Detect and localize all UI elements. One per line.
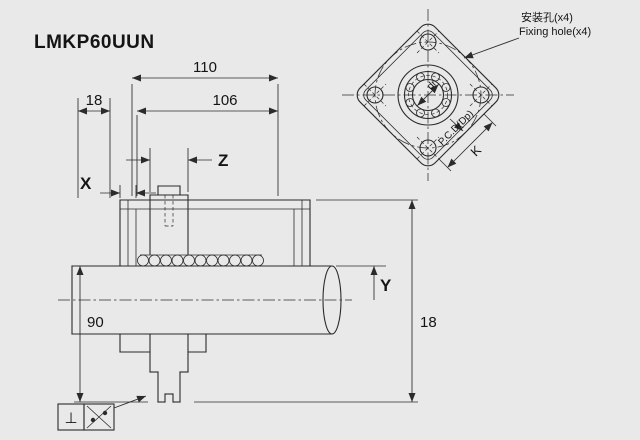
svg-text:90: 90 — [87, 314, 104, 331]
svg-text:110: 110 — [193, 59, 217, 76]
hatch-symbol-icon — [86, 405, 112, 429]
perpendicularity-symbol: ⊥ — [64, 410, 77, 427]
k-dimension — [438, 113, 497, 172]
front-view: 安装孔(x4) Fixing hole(x4) dr P.C.D(Dp) K — [342, 9, 591, 181]
svg-text:X: X — [80, 174, 92, 193]
dim-18-right: 18 — [194, 199, 437, 403]
dim-90: 90 — [74, 266, 148, 403]
fixing-hole-label-en: Fixing hole(x4) — [519, 26, 591, 38]
svg-text:106: 106 — [212, 92, 237, 109]
dim-y: Y — [336, 265, 392, 300]
tolerance-frame: ⊥ — [57, 395, 147, 431]
svg-text:18: 18 — [86, 92, 103, 109]
fixing-hole-label-cn: 安装孔(x4) — [521, 10, 573, 24]
dim-z: Z — [126, 148, 228, 192]
fixing-holes — [363, 30, 493, 160]
part-number-title: LMKP60UUN — [34, 32, 155, 53]
bore-section — [397, 64, 459, 126]
pitch-circle — [374, 41, 482, 149]
side-view — [58, 185, 352, 403]
svg-text:Y: Y — [380, 276, 392, 295]
fixing-hole-leader-line — [463, 37, 520, 59]
dimensions: 110 18 106 Z X — [74, 59, 437, 403]
svg-text:18: 18 — [420, 314, 437, 331]
k-dimension-label: K — [467, 142, 484, 159]
tolerance-leader-line — [113, 395, 147, 409]
bore-dimension-line — [417, 84, 439, 106]
ball-bearing-row — [137, 254, 264, 267]
svg-text:Z: Z — [218, 151, 228, 170]
dim-x: X — [80, 174, 156, 198]
flange-section — [119, 185, 207, 403]
dim-110: 110 — [131, 59, 279, 196]
shaft-end — [322, 265, 342, 335]
dim-18-left: 18 — [77, 92, 111, 198]
dim-106: 106 — [136, 92, 278, 196]
